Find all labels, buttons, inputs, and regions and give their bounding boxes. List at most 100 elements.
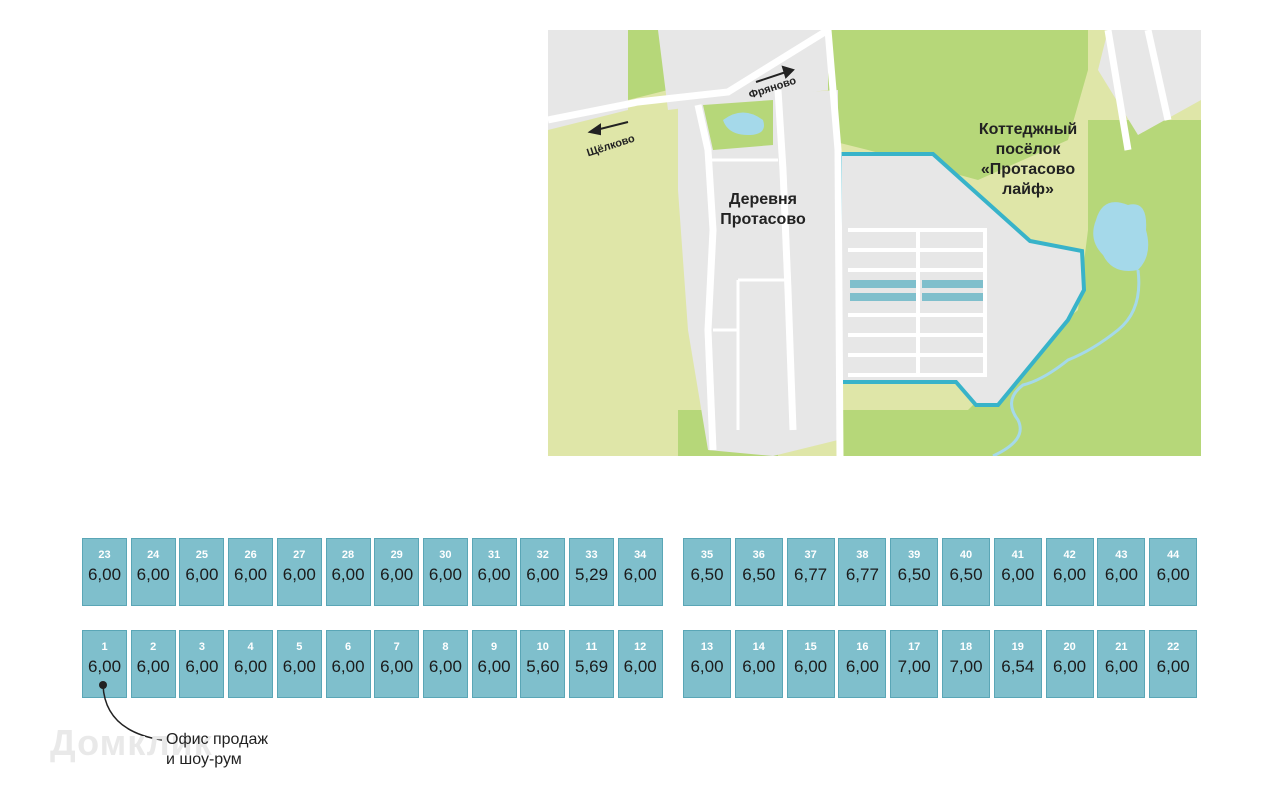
plot-area: 6,00 bbox=[87, 565, 122, 584]
plot-number: 44 bbox=[1167, 549, 1180, 561]
plot-number: 32 bbox=[536, 549, 549, 561]
plot-area: 6,00 bbox=[185, 657, 219, 676]
plot-area: 6,00 bbox=[380, 565, 414, 584]
plot-number: 22 bbox=[1167, 641, 1180, 653]
plot-number: 3 bbox=[198, 641, 205, 653]
roads bbox=[548, 30, 1172, 456]
plot-area: 6,00 bbox=[1156, 657, 1190, 676]
plot-number: 34 bbox=[634, 549, 647, 561]
built-area bbox=[658, 30, 828, 110]
village-area bbox=[678, 90, 838, 456]
plot-area: 6,50 bbox=[949, 565, 983, 584]
plot-number: 41 bbox=[1011, 549, 1024, 561]
plot-number: 17 bbox=[908, 641, 921, 653]
plot-area: 5,29 bbox=[574, 565, 609, 584]
settlement-area bbox=[840, 154, 1084, 405]
plot-number: 2 bbox=[150, 641, 157, 653]
plot-area: 5,69 bbox=[574, 657, 609, 676]
plot-number: 5 bbox=[296, 641, 303, 653]
settlement-boundary bbox=[838, 152, 1087, 407]
forest-area bbox=[828, 30, 1088, 180]
office-leader-line bbox=[99, 681, 163, 741]
plot-number: 8 bbox=[442, 641, 449, 653]
plot-area: 6,00 bbox=[234, 565, 268, 584]
plot-area: 6,00 bbox=[1104, 657, 1138, 676]
plot-area: 6,00 bbox=[690, 657, 724, 676]
plot-number: 18 bbox=[959, 641, 973, 653]
plot-area: 6,00 bbox=[331, 565, 365, 584]
plot-area: 6,00 bbox=[742, 657, 776, 676]
direction-arrow-right-icon bbox=[755, 65, 795, 83]
plot-number: 9 bbox=[491, 641, 498, 653]
plot-number: 33 bbox=[585, 549, 598, 561]
plot-area: 6,00 bbox=[136, 657, 170, 676]
settlement-streets bbox=[848, 228, 987, 377]
plot-area: 6,00 bbox=[87, 657, 122, 676]
plot-number: 25 bbox=[195, 549, 209, 561]
plot-number: 39 bbox=[908, 549, 921, 561]
plot-number: 24 bbox=[147, 549, 160, 561]
plot-number: 43 bbox=[1115, 549, 1128, 561]
plot-area: 6,54 bbox=[1001, 657, 1035, 676]
plot-area: 6,00 bbox=[526, 565, 560, 584]
plot-area: 6,00 bbox=[1053, 657, 1087, 676]
plot-number: 40 bbox=[959, 549, 973, 561]
plot-number: 14 bbox=[752, 641, 765, 653]
plot-area: 6,00 bbox=[1053, 565, 1087, 584]
plot-area: 6,00 bbox=[845, 657, 879, 676]
settlement-label: Коттеджный посёлок «Протасово лайф» bbox=[978, 121, 1078, 198]
plot-area: 6,50 bbox=[897, 565, 931, 584]
plot-area: 6,50 bbox=[742, 565, 776, 584]
plot-area: 6,50 bbox=[690, 565, 724, 584]
river bbox=[992, 269, 1141, 456]
plot-number: 35 bbox=[700, 549, 714, 561]
plot-area: 6,00 bbox=[428, 565, 462, 584]
plot-area: 6,00 bbox=[623, 657, 657, 676]
plot-area: 6,00 bbox=[477, 657, 511, 676]
